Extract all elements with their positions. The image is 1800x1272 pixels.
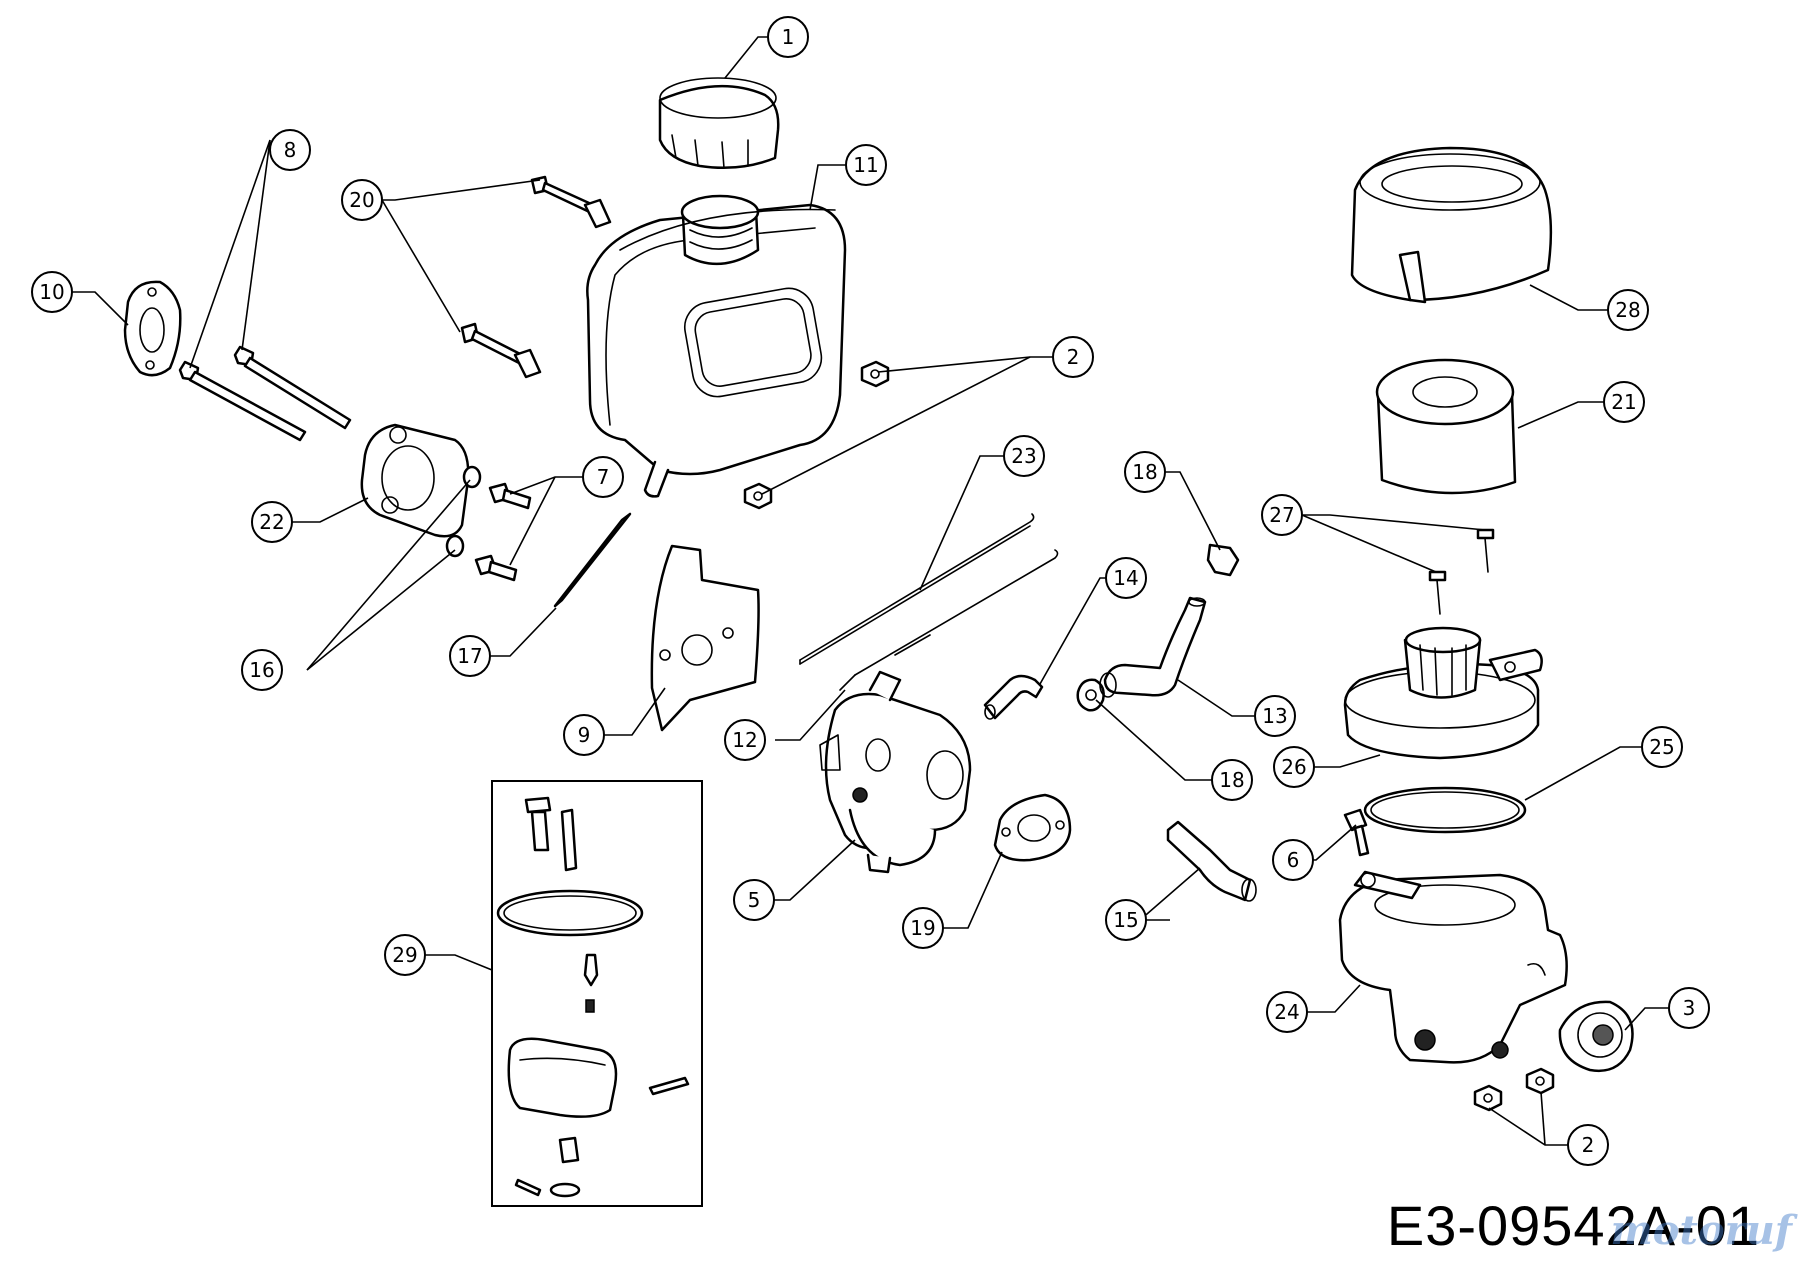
part-air-filter-cover: [1350, 146, 1553, 304]
part-spacer: [360, 423, 470, 538]
callout-28: 28: [1607, 289, 1649, 331]
part-heat-shield: [650, 544, 760, 732]
part-nuts: [743, 360, 1555, 1112]
part-screws: [474, 482, 532, 582]
svg-text:3: 3: [1683, 996, 1696, 1020]
callout-26: 26: [1273, 746, 1315, 788]
callout-3: 3: [1668, 987, 1710, 1029]
part-throttle-link: [839, 549, 1059, 691]
callout-6: 6: [1272, 839, 1314, 881]
part-carb-housing: [1338, 870, 1568, 1064]
svg-text:21: 21: [1611, 390, 1636, 414]
callout-7: 7: [582, 456, 624, 498]
svg-text:2: 2: [1067, 345, 1080, 369]
callout-17: 17: [449, 635, 491, 677]
part-fuel-tank: [586, 194, 847, 498]
callout-8: 8: [269, 129, 311, 171]
part-choke-rod: [799, 513, 1035, 665]
svg-text:20: 20: [349, 188, 374, 212]
svg-text:9: 9: [578, 723, 591, 747]
svg-text:22: 22: [259, 510, 284, 534]
part-air-filter-base: [1343, 626, 1543, 760]
svg-text:11: 11: [853, 153, 878, 177]
svg-text:23: 23: [1011, 444, 1036, 468]
svg-text:16: 16: [249, 658, 274, 682]
svg-text:27: 27: [1269, 503, 1294, 527]
part-o-ring: [1363, 786, 1527, 834]
part-long-bolts: [178, 345, 352, 442]
callout-23: 23: [1003, 435, 1045, 477]
svg-text:13: 13: [1262, 704, 1287, 728]
svg-text:5: 5: [748, 888, 761, 912]
callout-29: 29: [384, 934, 426, 976]
callout-14: 14: [1105, 557, 1147, 599]
part-fuel-valves: [460, 175, 612, 379]
svg-text:28: 28: [1615, 298, 1640, 322]
part-air-filter: [1375, 358, 1517, 495]
callout-18a: 18: [1124, 451, 1166, 493]
svg-text:18: 18: [1219, 768, 1244, 792]
part-filter-screws: [1428, 528, 1495, 615]
watermark-logo: motoruf: [1610, 1207, 1792, 1254]
callout-10: 10: [31, 271, 73, 313]
svg-text:24: 24: [1274, 1000, 1299, 1024]
part-carb-gasket: [993, 793, 1072, 862]
part-small-gasket: [123, 280, 182, 377]
part-rod: [553, 512, 632, 608]
svg-text:6: 6: [1287, 848, 1300, 872]
callout-20: 20: [341, 179, 383, 221]
callout-22: 22: [251, 501, 293, 543]
callout-2a: 2: [1052, 336, 1094, 378]
svg-text:1: 1: [782, 25, 795, 49]
part-elbow-hose-small: [983, 674, 1044, 720]
part-fuel-cap: [658, 77, 780, 170]
part-clamps: [1076, 543, 1240, 712]
callout-9: 9: [563, 714, 605, 756]
svg-text:2: 2: [1582, 1133, 1595, 1157]
svg-text:17: 17: [457, 644, 482, 668]
callout-24: 24: [1266, 991, 1308, 1033]
diagram-code: E3-09542A-01: [1386, 1194, 1760, 1257]
svg-text:25: 25: [1649, 735, 1674, 759]
callout-16: 16: [241, 649, 283, 691]
svg-text:12: 12: [732, 728, 757, 752]
callout-19: 19: [902, 907, 944, 949]
svg-text:26: 26: [1281, 755, 1306, 779]
callout-5: 5: [733, 879, 775, 921]
callout-25: 25: [1641, 726, 1683, 768]
callout-18b: 18: [1211, 759, 1253, 801]
callout-27: 27: [1261, 494, 1303, 536]
callout-12: 12: [724, 719, 766, 761]
part-carb-repair-kit: [491, 780, 703, 1207]
part-hose: [1099, 596, 1207, 698]
svg-text:15: 15: [1113, 908, 1138, 932]
callout-2b: 2: [1567, 1124, 1609, 1166]
svg-text:29: 29: [392, 943, 417, 967]
svg-text:10: 10: [39, 280, 64, 304]
svg-text:19: 19: [910, 916, 935, 940]
svg-text:18: 18: [1132, 460, 1157, 484]
svg-text:7: 7: [597, 465, 610, 489]
part-hose-lower: [1166, 820, 1257, 902]
svg-text:8: 8: [284, 138, 297, 162]
part-carburetor: [819, 670, 972, 874]
callout-1: 1: [767, 16, 809, 58]
svg-text:14: 14: [1113, 566, 1138, 590]
part-primer-bulb: [1558, 1000, 1634, 1073]
callout-15: 15: [1105, 899, 1147, 941]
callout-21: 21: [1603, 381, 1645, 423]
callout-13: 13: [1254, 695, 1296, 737]
part-bolt: [1343, 808, 1370, 857]
callout-11: 11: [845, 144, 887, 186]
